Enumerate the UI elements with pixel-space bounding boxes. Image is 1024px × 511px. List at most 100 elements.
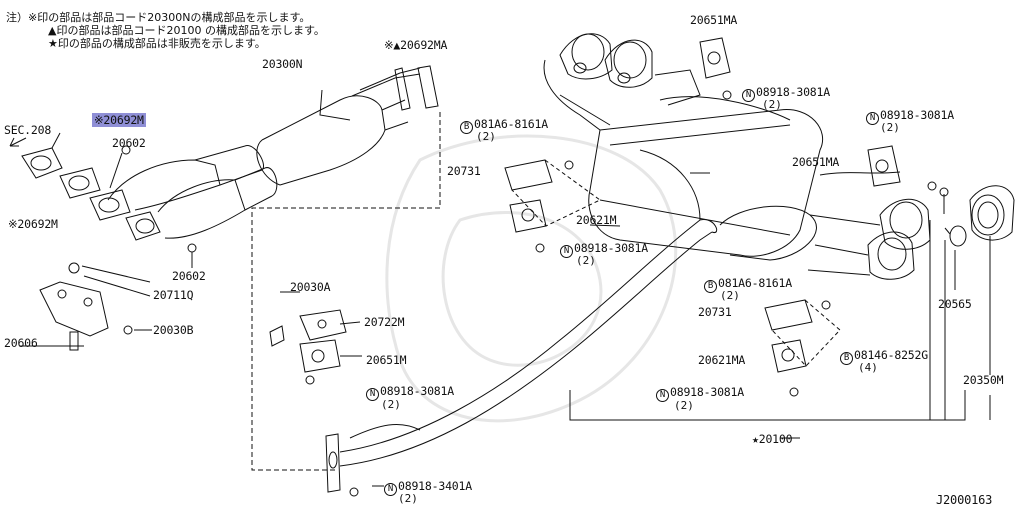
mount-20621MA [771,339,807,373]
label-20651MA-top[interactable]: 20651MA [690,13,738,27]
tailpipe-right-lower [867,231,915,280]
n-mark-icon: N [384,483,397,496]
label-20651MA-mid[interactable]: 20651MA [792,155,840,169]
part-number: 08918-3081A [380,384,454,398]
label-20606[interactable]: 20606 [4,336,38,350]
part-number: 08918-3081A [756,85,830,99]
n-mark-icon: N [366,388,379,401]
qty-08918-3081A-b: (2) [576,254,596,267]
bracket-20731-b [764,299,813,331]
label-20350M[interactable]: 20350M [963,373,1004,387]
upper-pipes [543,59,611,131]
label-20602-bottom[interactable]: 20602 [172,269,206,283]
label-20300N[interactable]: 20300N [262,57,303,71]
bracket-20722M [299,309,347,341]
label-20030B[interactable]: 20030B [153,323,194,337]
label-20692MA[interactable]: ※▲20692MA [384,38,448,52]
nut-top [68,262,80,274]
note-1-prefix: 注）※ [6,11,38,24]
mount-20651M [299,339,341,373]
b-mark-icon: B [840,352,853,365]
qty-08918-3081A-d: (2) [880,121,900,134]
note-1: 注）※印の部品は部品コード20300Nの構成部品を示します。 [6,11,310,24]
qty-081A6-8161A-a: (2) [476,130,496,143]
gasket-left-2 [59,167,101,199]
label-20602-top[interactable]: 20602 [112,136,146,150]
bracket-20711Q [39,281,109,337]
label-20621MA[interactable]: 20621MA [698,353,746,367]
note-2-prefix: ▲ [48,24,57,37]
bracket-20731-a [504,159,553,191]
note-2: ▲印の部品は部品コード20100 の構成部品を示します。 [48,24,325,37]
tailpipe-upper-right [604,39,653,88]
hanger-rod-mid [819,171,901,176]
part-number: 081A6-8161A [718,276,792,290]
label-20692M-highlighted[interactable]: ※20692M [92,113,146,127]
label-20100[interactable]: ★20100 [752,432,793,446]
upper-bridge [659,96,791,121]
label-20565[interactable]: 20565 [938,297,972,311]
mount-20651MA-mid [867,145,901,187]
label-20692M-bottom[interactable]: ※20692M [8,217,58,231]
part-number: 08918-3081A [574,241,648,255]
right-pipes [807,214,881,276]
part-number: 081A6-8161A [474,117,548,131]
b-mark-icon: B [704,280,717,293]
label-20621M[interactable]: 20621M [576,213,617,227]
watermark-emblem [385,134,678,423]
dashed-connector [251,112,441,471]
clamp-20565 [944,225,967,247]
n-mark-icon: N [742,89,755,102]
n-mark-icon: N [866,112,879,125]
qty-08146-8252G: (4) [858,361,878,374]
part-number: 08146-8252G [854,348,928,362]
b-mark-icon: B [460,121,473,134]
label-20030A[interactable]: 20030A [290,280,331,294]
highlighted-part-number[interactable]: ※20692M [92,113,146,127]
tail-tip-20350M [969,185,1015,241]
part-number: 08918-3081A [880,108,954,122]
note-2-text: 印の部品は部品コード20100 の構成部品を示します。 [56,24,325,37]
sensor-wire [349,424,421,439]
label-20711Q[interactable]: 20711Q [153,288,194,302]
qty-08918-3081A-a: (2) [762,98,782,111]
qty-081A6-8161A-b: (2) [720,289,740,302]
front-exhaust-pipe [339,219,718,467]
label-sec-208[interactable]: SEC.208 [4,123,52,137]
mount-20651MA-top [699,37,731,79]
qty-08918-3401A: (2) [398,492,418,505]
leader-lines [280,89,991,487]
label-20722M[interactable]: 20722M [364,315,405,329]
nut-c [305,375,315,385]
tailpipe-right-upper [879,198,931,250]
part-number: 08918-3401A [398,479,472,493]
bolt-20030B [123,325,133,335]
note-3-text: 印の部品の構成部品は非販売を示します。 [57,37,266,50]
n-mark-icon: N [656,389,669,402]
diagram-id: J2000163 [936,493,993,507]
label-20731-b[interactable]: 20731 [698,305,732,319]
tailpipe-upper-left [559,33,613,80]
gasket-left-1 [21,147,63,179]
center-muffler-20300N [256,67,421,186]
nut-20602-b [187,243,197,253]
part-number: 08918-3081A [670,385,744,399]
bolt-20030A [269,325,285,347]
label-20651M[interactable]: 20651M [366,353,407,367]
qty-08918-3081A-e: (2) [674,399,694,412]
label-20731-a[interactable]: 20731 [447,164,481,178]
catalytic-converter-rear [107,145,264,211]
n-mark-icon: N [560,245,573,258]
sec-arrow [9,137,27,147]
